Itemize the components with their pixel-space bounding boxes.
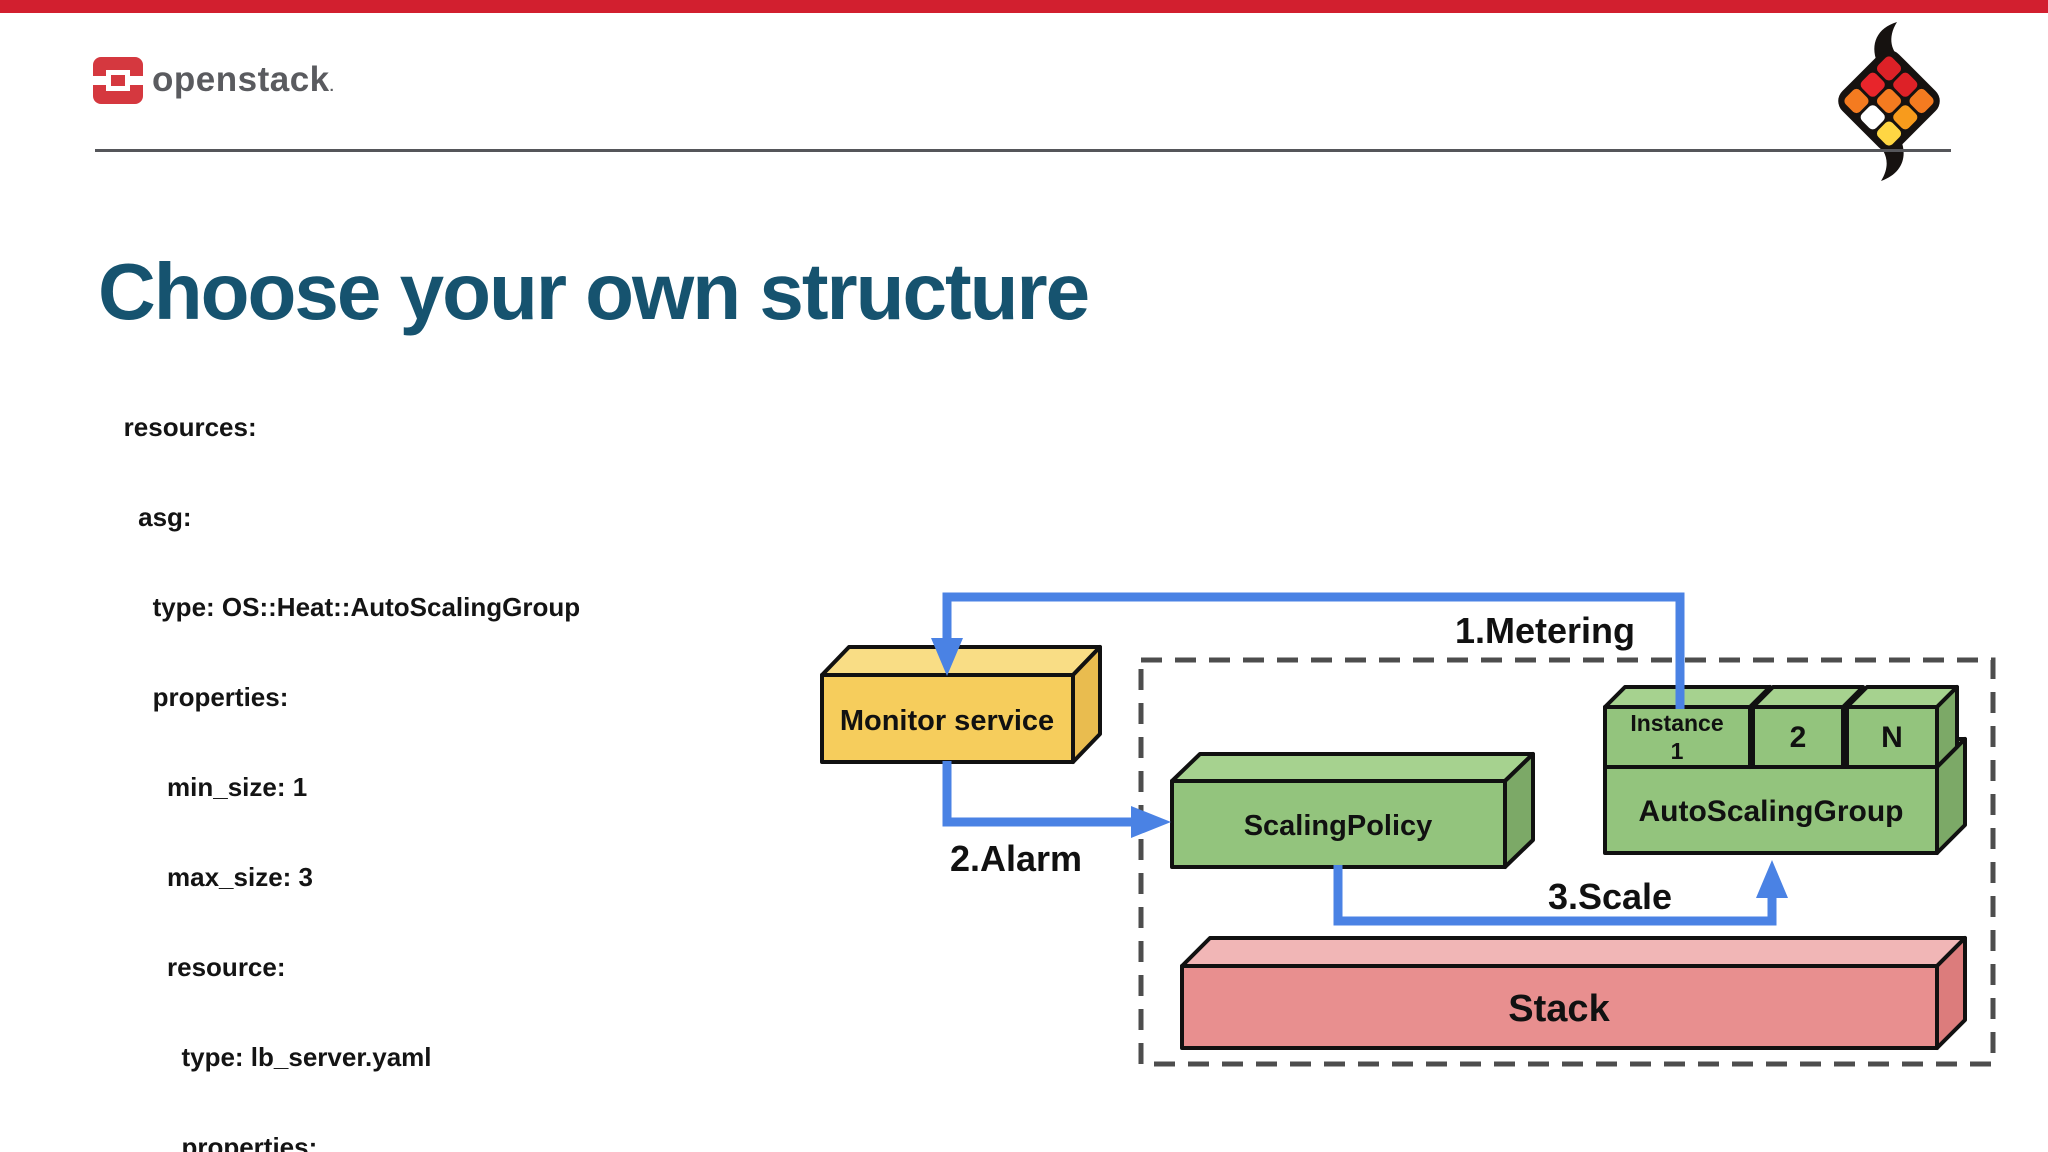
monitor-box-top (820, 645, 1102, 677)
asg-label: AutoScalingGroup (1639, 795, 1904, 828)
code-line: properties: (102, 1132, 318, 1152)
alarm-arrowhead (1131, 806, 1171, 838)
page-title: Choose your own structure (98, 247, 1090, 336)
scalingpolicy-label: ScalingPolicy (1244, 810, 1433, 842)
openstack-wordmark: openstack (152, 60, 330, 99)
scale-arrow-line (1333, 865, 1777, 926)
instance1-box-side (1748, 685, 1772, 769)
asg-box-top (1603, 737, 1967, 769)
top-accent-bar (0, 0, 2048, 13)
instanceN-box-top (1845, 685, 1959, 709)
monitor-service-box (820, 645, 1102, 764)
instanceN-box-front (1845, 705, 1939, 769)
scale-arrow-label: 3.Scale (1548, 876, 1672, 917)
monitor-service-label: Monitor service (840, 705, 1054, 737)
alarm-arrow-label: 2.Alarm (950, 838, 1082, 879)
scalingpolicy-box-top (1170, 752, 1535, 783)
alarm-arrow-line (942, 761, 1134, 827)
stack-label: Stack (1508, 988, 1610, 1030)
instance1-box-front (1603, 705, 1752, 769)
stack-box-top (1180, 936, 1967, 968)
stack-box-side (1935, 936, 1967, 1050)
openstack-logo-icon (93, 57, 143, 104)
scalingpolicy-box-side (1503, 752, 1535, 869)
monitor-box-side (1071, 645, 1102, 764)
instance1-label-line1: Instance (1630, 710, 1723, 736)
metering-arrowhead (931, 638, 963, 676)
scale-arrowhead (1756, 860, 1788, 898)
stack-box-front (1180, 964, 1939, 1050)
instance2-label: 2 (1790, 721, 1807, 754)
metering-arrow-label: 1.Metering (1455, 610, 1635, 651)
instance1-box-top (1603, 685, 1772, 709)
heat-flame-logo (1838, 22, 1940, 181)
instance1-box (1603, 685, 1772, 769)
openstack-logo-mark: . (329, 78, 335, 95)
instance1-label-line2: 1 (1671, 738, 1684, 764)
code-line: resources: (102, 412, 257, 442)
yaml-code-block: resources: asg: type: OS::Heat::AutoScal… (102, 352, 841, 1152)
code-line: asg: (102, 502, 192, 532)
instance2-box-front (1751, 705, 1845, 769)
stack-box (1180, 936, 1967, 1050)
autoscalinggroup-box (1603, 737, 1967, 855)
instanceN-box-side (1935, 685, 1959, 769)
monitor-box-front (820, 673, 1075, 764)
scalingpolicy-box (1170, 752, 1535, 869)
asg-box-front (1603, 765, 1939, 855)
instance2-box-top (1751, 685, 1865, 709)
code-line: min_size: 1 (102, 772, 308, 802)
instanceN-label: N (1881, 721, 1903, 754)
openstack-logo-text: openstack. (152, 60, 334, 100)
header-divider (95, 149, 1951, 152)
code-line: properties: (102, 682, 289, 712)
asg-box-side (1935, 737, 1967, 855)
code-line: max_size: 3 (102, 862, 313, 892)
instanceN-box (1845, 685, 1959, 769)
metering-arrow-line (942, 592, 1685, 709)
scalingpolicy-box-front (1170, 779, 1507, 869)
code-line: type: OS::Heat::AutoScalingGroup (102, 592, 581, 622)
code-line: resource: (102, 952, 286, 982)
stack-dashed-boundary (1138, 657, 1996, 1067)
code-line: type: lb_server.yaml (102, 1042, 432, 1072)
instance2-box (1751, 685, 1865, 769)
